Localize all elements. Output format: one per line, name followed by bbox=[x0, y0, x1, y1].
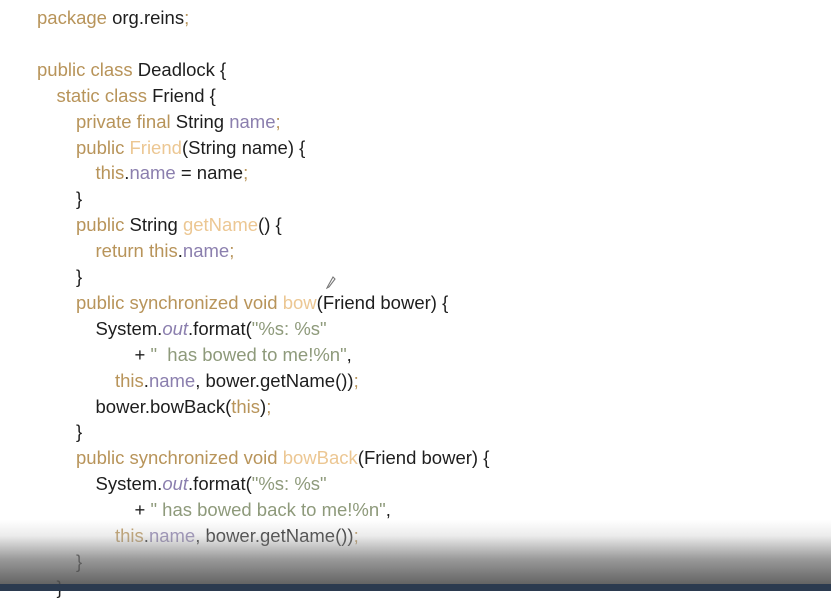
code-token: Friend bbox=[129, 136, 182, 158]
code-token: (String name) { bbox=[181, 136, 306, 158]
code-line: static class Friend { bbox=[57, 83, 216, 109]
code-token: this bbox=[115, 525, 144, 546]
code-token: public bbox=[76, 214, 130, 236]
code-token: + bbox=[134, 499, 151, 521]
code-line: bower.bowBack(this); bbox=[96, 394, 272, 420]
code-token: name bbox=[148, 525, 196, 546]
code-token: } bbox=[76, 188, 83, 210]
code-token: org.reins bbox=[112, 7, 185, 28]
code-token: ; bbox=[266, 395, 272, 417]
code-token: () { bbox=[258, 214, 282, 236]
code-token: out bbox=[162, 317, 189, 339]
code-token: public synchronized void bbox=[76, 291, 283, 313]
code-line: public synchronized void bowBack(Friend … bbox=[76, 445, 489, 471]
code-token: , bower.getName()) bbox=[195, 525, 354, 546]
code-token: , bower.getName()) bbox=[195, 369, 354, 391]
code-token: bow bbox=[282, 291, 317, 313]
code-token: name bbox=[229, 110, 276, 132]
code-line: this.name = name; bbox=[96, 160, 249, 186]
code-token: name bbox=[182, 240, 230, 262]
code-token: bower.bowBack( bbox=[95, 395, 232, 417]
code-line: public String getName() { bbox=[76, 212, 282, 238]
video-control-strip bbox=[0, 584, 831, 591]
code-line: } bbox=[76, 186, 82, 212]
code-token: Deadlock { bbox=[137, 58, 227, 80]
code-token: ; bbox=[184, 7, 190, 28]
code-token: (Friend bower) { bbox=[357, 447, 490, 469]
code-token: public bbox=[76, 136, 130, 158]
code-line: } bbox=[76, 419, 82, 445]
code-token: } bbox=[76, 266, 83, 287]
code-token: name bbox=[129, 162, 176, 184]
code-line: + " has bowed back to me!%n", bbox=[135, 497, 391, 523]
code-token: String bbox=[175, 110, 230, 132]
code-token: System. bbox=[95, 473, 163, 495]
code-token: out bbox=[162, 473, 189, 495]
code-line: System.out.format("%s: %s" bbox=[96, 316, 327, 342]
code-token: "%s: %s" bbox=[251, 473, 327, 495]
code-line: + " has bowed to me!%n", bbox=[135, 342, 352, 368]
code-token: ; bbox=[353, 369, 359, 391]
code-token: " has bowed to me!%n" bbox=[150, 343, 347, 365]
code-token: ) bbox=[260, 395, 267, 417]
code-token: this bbox=[95, 162, 125, 184]
code-line: public synchronized void bow(Friend bowe… bbox=[76, 290, 448, 316]
code-line: package org.reins; bbox=[37, 5, 189, 31]
code-token: .format( bbox=[188, 473, 252, 495]
code-token: ; bbox=[243, 162, 249, 184]
code-token: package bbox=[37, 7, 113, 28]
code-token: public class bbox=[37, 58, 138, 80]
code-token: . bbox=[124, 162, 130, 184]
code-token: = name bbox=[175, 162, 244, 184]
code-token: this bbox=[231, 395, 261, 417]
code-token: private final bbox=[76, 110, 176, 132]
code-token: (Friend bower) { bbox=[316, 291, 449, 313]
code-line: System.out.format("%s: %s" bbox=[96, 471, 327, 497]
code-token: return this bbox=[95, 240, 178, 262]
code-token: public synchronized void bbox=[76, 447, 283, 469]
code-line: } bbox=[76, 264, 82, 290]
code-line: } bbox=[76, 549, 82, 575]
code-token: getName bbox=[182, 214, 259, 236]
code-line: public class Deadlock { bbox=[37, 57, 226, 83]
code-token: , bbox=[385, 499, 391, 521]
code-token: ; bbox=[275, 110, 281, 132]
code-token: . bbox=[143, 369, 149, 391]
code-line: this.name, bower.getName()); bbox=[115, 368, 359, 394]
code-token: static class bbox=[56, 84, 153, 106]
code-token: , bbox=[346, 343, 352, 365]
code-token: } bbox=[76, 421, 83, 443]
code-line: private final String name; bbox=[76, 109, 281, 135]
code-token: . bbox=[177, 240, 183, 262]
code-line: this.name, bower.getName()); bbox=[115, 523, 359, 549]
code-line: public Friend(String name) { bbox=[76, 135, 305, 161]
code-token: "%s: %s" bbox=[251, 317, 327, 339]
code-token: this bbox=[115, 369, 144, 391]
code-token: name bbox=[148, 369, 196, 391]
code-token: .format( bbox=[188, 317, 252, 339]
code-token: " has bowed back to me!%n" bbox=[150, 499, 386, 521]
code-token: } bbox=[76, 550, 83, 572]
code-token: bowBack bbox=[282, 447, 358, 469]
code-token: + bbox=[134, 343, 151, 365]
code-token: System. bbox=[95, 317, 163, 339]
code-token: Friend { bbox=[152, 84, 216, 106]
code-token: String bbox=[129, 214, 183, 236]
pen-cursor-icon bbox=[326, 276, 336, 290]
code-token: ; bbox=[353, 525, 359, 546]
code-token: ; bbox=[229, 240, 235, 262]
code-line: return this.name; bbox=[96, 238, 235, 264]
